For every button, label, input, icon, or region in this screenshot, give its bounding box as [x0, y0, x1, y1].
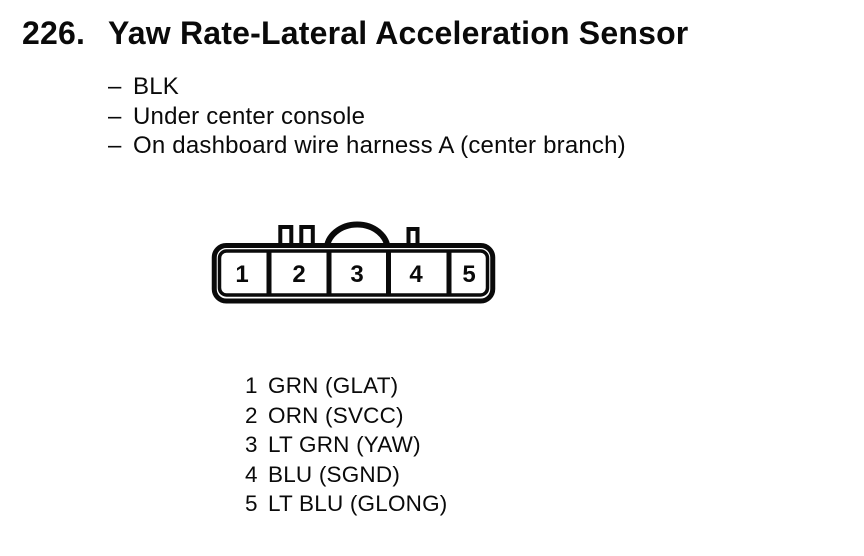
connector-cavity-row — [217, 249, 490, 297]
page-title: Yaw Rate-Lateral Acceleration Sensor — [108, 15, 689, 51]
pin-legend-wire: BLU (SGND) — [268, 461, 401, 487]
pin-legend-number: 3 — [245, 432, 258, 458]
pin-legend-wire: LT GRN (YAW) — [268, 432, 421, 458]
notes-list: – BLK – Under center console – On dashbo… — [108, 72, 626, 161]
note-text: On dashboard wire harness A (center bran… — [133, 132, 626, 159]
note-item: – On dashboard wire harness A (center br… — [108, 131, 626, 161]
pin-legend-row: 3 LT GRN (YAW) — [245, 430, 448, 460]
item-number: 226. — [22, 15, 86, 51]
pin-number: 3 — [350, 261, 363, 288]
note-text: Under center console — [133, 102, 366, 130]
note-dash: – — [108, 102, 122, 130]
connector-body — [211, 243, 496, 304]
note-dash: – — [108, 132, 122, 159]
note-dash: – — [108, 73, 122, 100]
pin-legend-number: 4 — [245, 461, 258, 487]
note-item: – Under center console — [108, 102, 626, 132]
pin-legend-wire: GRN (GLAT) — [268, 373, 399, 398]
pin-number: 2 — [292, 261, 305, 288]
note-text: BLK — [133, 73, 179, 100]
pin-legend-wire: LT BLU (GLONG) — [268, 491, 448, 517]
pin-legend: 1 GRN (GLAT) 2 ORN (SVCC) 3 LT GRN (YAW)… — [245, 371, 448, 519]
pin-number: 4 — [409, 261, 423, 288]
pin-legend-row: 4 BLU (SGND) — [245, 460, 448, 490]
pin-legend-wire: ORN (SVCC) — [268, 402, 404, 428]
pin-legend-number: 1 — [245, 373, 258, 398]
pin-legend-number: 5 — [245, 491, 258, 517]
pin-number: 5 — [462, 261, 475, 288]
pin-legend-row: 2 ORN (SVCC) — [245, 401, 448, 431]
connector-diagram: 1 2 3 4 5 — [211, 221, 496, 304]
pin-legend-number: 2 — [245, 402, 258, 428]
note-item: – BLK — [108, 72, 626, 102]
pin-legend-row: 5 LT BLU (GLONG) — [245, 489, 448, 519]
pin-legend-row: 1 GRN (GLAT) — [245, 371, 448, 401]
pin-number: 1 — [235, 261, 248, 288]
page-heading: 226. Yaw Rate-Lateral Acceleration Senso… — [22, 17, 688, 49]
